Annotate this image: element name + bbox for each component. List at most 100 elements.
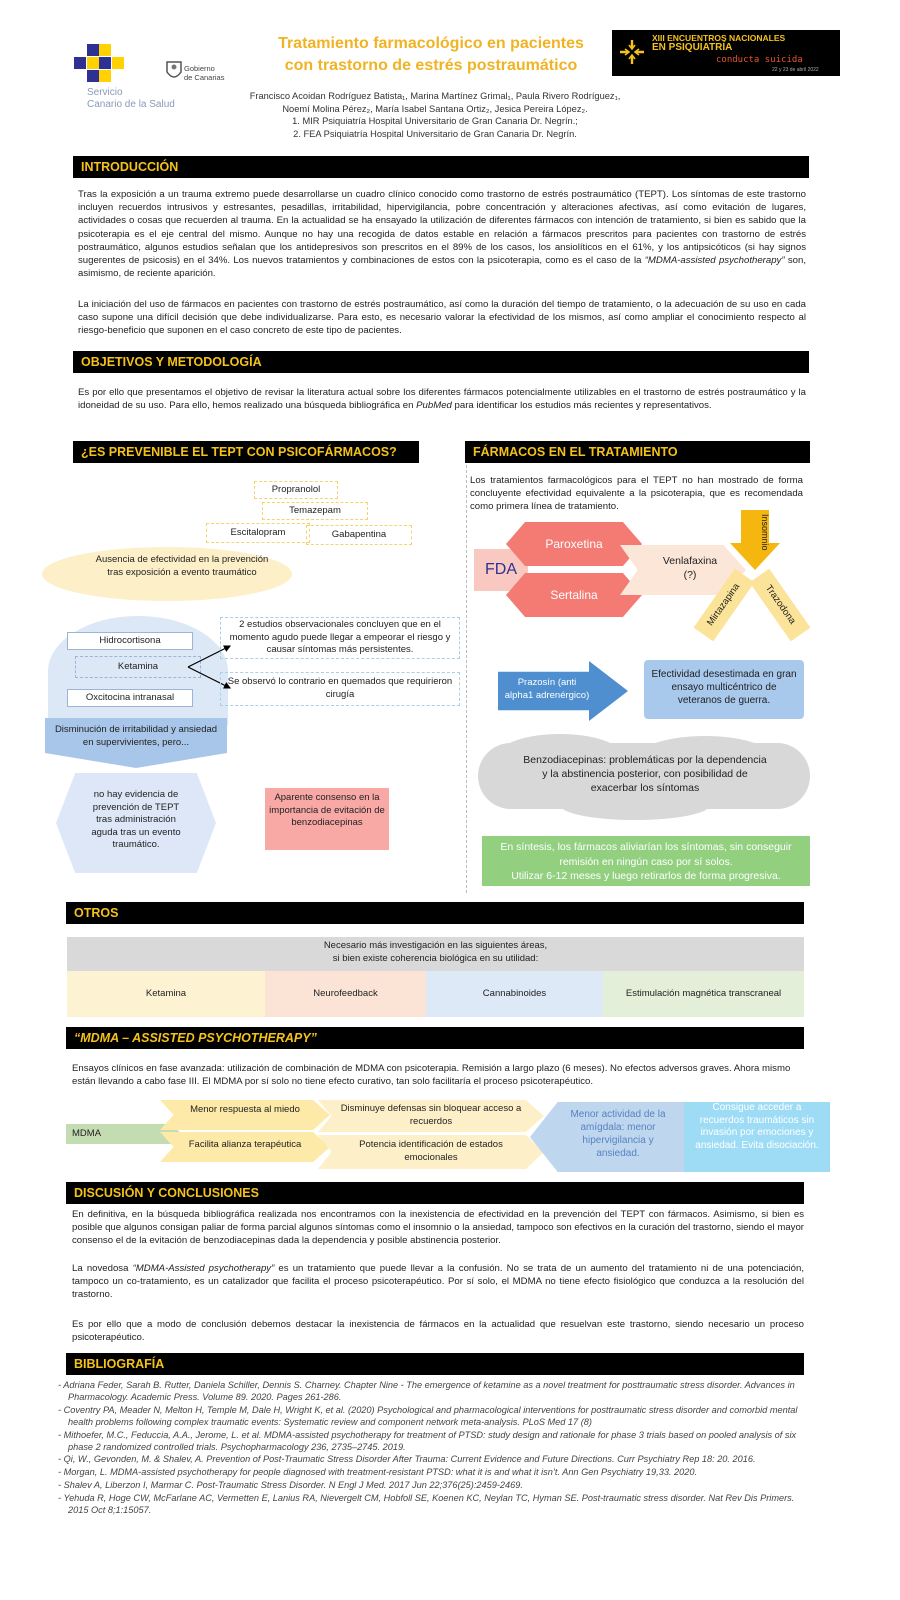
others-header-line-2: si bien existe coherencia biológica en s…: [332, 952, 539, 964]
bibliography-text: Yehuda R, Hoge CW, McFarlane AC, Vermett…: [63, 1492, 795, 1515]
area-tms: Estimulación magnética transcraneal: [603, 971, 804, 1017]
discussion-p2-italic: “MDMA-Assisted psychotherapy”: [132, 1263, 275, 1274]
ketamine-arrows-icon: [187, 645, 232, 689]
synthesis-line-2: Utilizar 6-12 meses y luego retirarlos d…: [511, 870, 781, 882]
event-emblem-icon: [620, 40, 644, 64]
affiliation-1: 1. MIR Psiquiatría Hospital Universitari…: [292, 116, 578, 126]
objectives-italic: PubMed: [416, 400, 452, 412]
irritability-box: Disminución de irritabilidad y ansiedad …: [45, 718, 227, 768]
mdma-step-1a: Menor respuesta al miedo: [160, 1100, 330, 1130]
intro-paragraph-1: Tras la exposición a un trauma extremo p…: [78, 188, 806, 280]
intro-p1-text: Tras la exposición a un trauma extremo p…: [78, 189, 806, 267]
ketamine-box: Ketamina: [75, 656, 201, 678]
authors: Francisco Acoidan Rodríguez Batista₁, Ma…: [200, 90, 670, 140]
others-areas: Ketamina Neurofeedback Cannabinoides Est…: [67, 971, 804, 1017]
benzo-cloud-puff-3: [560, 790, 710, 820]
bullet-dash: -: [58, 1454, 64, 1465]
venlafaxine-box: Venlafaxina (?): [620, 545, 746, 595]
bibliography-list: - Adriana Feder, Sarah B. Rutter, Daniel…: [58, 1379, 806, 1517]
scs-name: Servicio Canario de la Salud: [87, 87, 175, 110]
mdma-step-2a: Disminuye defensas sin bloquear acceso a…: [318, 1100, 544, 1132]
authors-line-2: Noemí Molina Pérez₂, María Isabel Santan…: [282, 103, 588, 114]
prazosin-arrow: Prazosín (anti alpha1 adrenérgico): [498, 661, 628, 721]
absence-text: Ausencia de efectividad en la prevención…: [95, 554, 269, 578]
mdma-step-1b: Facilita alianza terapéutica: [160, 1132, 330, 1162]
bibliography-item: - Mithoefer, M.C., Feduccia, A.A., Jerom…: [58, 1429, 806, 1453]
title-line-1: Tratamiento farmacológico en pacientes: [278, 35, 584, 52]
treatment-intro: Los tratamientos farmacológicos para el …: [470, 475, 803, 513]
benzo-text: Benzodiacepinas: problemáticas por la de…: [523, 754, 767, 794]
mdma-step-4: Consigue acceder a recuerdos traumáticos…: [684, 1102, 830, 1172]
objectives-heading: OBJETIVOS Y METODOLOGÍA: [73, 351, 809, 373]
discussion-p2-text: La novedosa: [72, 1263, 133, 1274]
discussion-paragraph-1: En definitiva, en la búsqueda bibliográf…: [72, 1209, 804, 1247]
mdma-step-3: Menor actividad de la amígdala: menor hi…: [530, 1102, 684, 1172]
bibliography-item: - Shalev A, Liberzon I, Marmar C. Post-T…: [58, 1479, 806, 1491]
drug-gabapentina: Gabapentina: [306, 525, 412, 545]
bibliography-item: - Yehuda R, Hoge CW, McFarlane AC, Verme…: [58, 1492, 806, 1516]
title-line-2: con trastorno de estrés postraumático: [284, 57, 578, 74]
intro-p1-italic: “MDMA-assisted psychotherapy”: [644, 255, 785, 267]
bullet-dash: -: [58, 1492, 64, 1503]
objectives-paragraph: Es por ello que presentamos el objetivo …: [78, 386, 806, 412]
drug-propranolol: Propranolol: [254, 481, 338, 499]
oxytocin-box: Oxcitocina intranasal: [67, 689, 193, 707]
bullet-dash: -: [58, 1404, 64, 1415]
trazodone-box: Trazodona: [749, 568, 811, 642]
area-neurofeedback: Neurofeedback: [265, 971, 426, 1017]
hydrocortisone-box: Hidrocortisona: [67, 632, 193, 650]
bibliography-item: - Morgan, L. MDMA-assisted psychotherapy…: [58, 1466, 806, 1478]
ketamine-observation-1: 2 estudios observacionales concluyen que…: [220, 617, 460, 659]
affiliation-2: 2. FEA Psiquiatría Hospital Universitari…: [293, 128, 577, 139]
authors-line-1: Francisco Acoidan Rodríguez Batista₁, Ma…: [249, 91, 621, 101]
objectives-text: Es por ello que presentamos el objetivo …: [78, 387, 806, 412]
absence-ellipse: [42, 547, 292, 601]
bibliography-text: Shalev A, Liberzon I, Marmar C. Post-Tra…: [63, 1479, 523, 1490]
page-title: Tratamiento farmacológico en pacientes c…: [236, 33, 626, 77]
event-line1: XIII ENCUENTROS NACIONALES: [652, 33, 786, 43]
mdma-paragraph: Ensayos clínicos en fase avanzada: utili…: [72, 1063, 791, 1088]
prazosin-result: Efectividad desestimada en gran ensayo m…: [644, 660, 804, 719]
bibliography-text: Coventry PA, Meader N, Melton H, Temple …: [63, 1404, 798, 1427]
drug-escitalopram: Escitalopram: [206, 523, 310, 543]
bibliography-text: Qi, W., Gevonden, M. & Shalev, A. Preven…: [63, 1454, 756, 1465]
bibliography-text: Adriana Feder, Sarah B. Rutter, Daniela …: [63, 1380, 795, 1402]
area-ketamine: Ketamina: [67, 971, 265, 1017]
mdma-start: MDMA: [66, 1124, 182, 1144]
event-logo: XIII ENCUENTROS NACIONALES EN PSIQUIATRÍ…: [612, 30, 840, 76]
others-header-line-1: Necesario más investigación en las sigui…: [323, 940, 548, 951]
bullet-dash: -: [58, 1467, 64, 1478]
intro-paragraph-2: La iniciación del uso de fármacos en pac…: [78, 299, 806, 337]
event-line2: EN PSIQUIATRÍA: [652, 42, 733, 53]
discussion-p2-end: es un tratamiento que puede llevar a la …: [72, 1263, 805, 1301]
intro-heading: INTRODUCCIÓN: [73, 156, 809, 178]
others-heading: OTROS: [66, 902, 804, 924]
discussion-heading: DISCUSIÓN Y CONCLUSIONES: [66, 1182, 804, 1204]
mdma-step-2b: Potencia identificación de estados emoci…: [318, 1135, 544, 1169]
sertraline-hex: Sertalina: [506, 573, 642, 617]
bibliography-item: - Adriana Feder, Sarah B. Rutter, Daniel…: [58, 1379, 806, 1403]
no-evidence-hexagon: no hay evidencia de prevención de TEPT t…: [56, 773, 216, 873]
prevention-heading: ¿ES PREVENIBLE EL TEPT CON PSICOFÁRMACOS…: [73, 441, 419, 463]
scs-logo-icon: [74, 44, 124, 82]
bibliography-text: Morgan, L. MDMA-assisted psychotherapy f…: [63, 1467, 698, 1478]
bibliography-heading: BIBLIOGRAFÍA: [66, 1353, 804, 1375]
bibliography-text: Mithoefer, M.C., Feduccia, A.A., Jerome,…: [63, 1429, 797, 1452]
mdma-heading: “MDMA – ASSISTED PSYCHOTHERAPY”: [66, 1027, 804, 1049]
bullet-dash: -: [58, 1479, 64, 1490]
discussion-paragraph-3: Es por ello que a modo de conclusión deb…: [72, 1319, 804, 1344]
insomnia-label: Insomnio: [760, 514, 770, 551]
bibliography-item: - Coventry PA, Meader N, Melton H, Templ…: [58, 1404, 806, 1428]
paroxetine-hex: Paroxetina: [506, 522, 642, 566]
drug-temazepam: Temazepam: [262, 502, 368, 520]
benzo-cloud-puff-2: [640, 736, 770, 776]
bullet-dash: -: [58, 1429, 64, 1440]
synthesis-line-1: En síntesis, los fármacos aliviarían los…: [500, 841, 792, 868]
bibliography-item: - Qi, W., Gevonden, M. & Shalev, A. Prev…: [58, 1453, 806, 1465]
area-cannabinoids: Cannabinoides: [426, 971, 603, 1017]
coat-of-arms-icon: [166, 61, 182, 78]
event-line4: 22 y 23 de abril 2022: [772, 67, 819, 73]
discussion-paragraph-2: La novedosa “MDMA-Assisted psychotherapy…: [72, 1262, 804, 1302]
column-divider: [466, 465, 467, 893]
gov-name: Gobierno de Canarias: [184, 64, 225, 82]
